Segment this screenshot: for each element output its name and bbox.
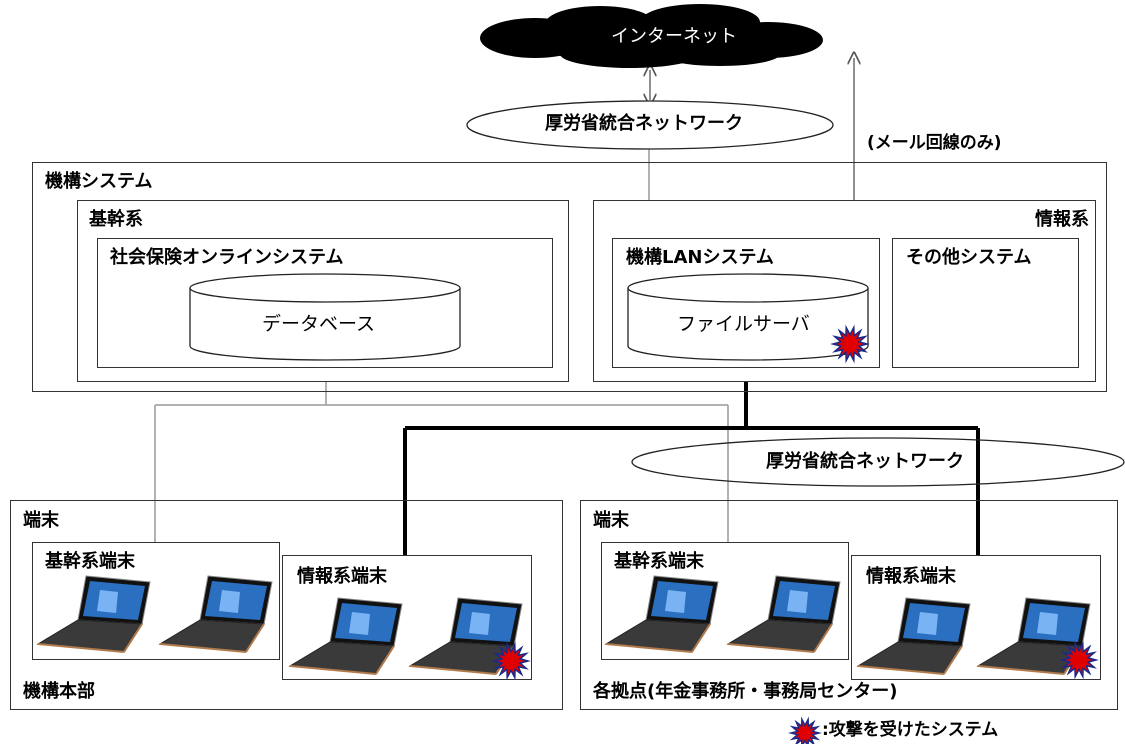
site-branches-label: 各拠点(年金事務所・事務局センター) [593,681,898,702]
legend-label: :攻撃を受けたシステム [822,720,999,740]
other-system-box [892,238,1079,368]
site-branches-box [580,500,1118,710]
internet-label: インターネット [611,26,737,47]
site-headquarters-box [10,500,563,710]
info-system-label: 情報系 [1035,209,1089,230]
branch-core-terminals-label: 基幹系端末 [614,551,704,572]
site-headquarters-label: 機構本部 [23,681,95,702]
file-server-label: ファイルサーバ [677,313,810,335]
hq-info-terminals-label: 情報系端末 [297,566,387,587]
site-branches-terminal-label: 端末 [593,510,629,531]
mail-only-note: (メール回線のみ) [867,133,1002,153]
mhlw-network-mid-label: 厚労省統合ネットワーク [766,451,964,472]
other-system-label: その他システム [906,247,1032,268]
database-label: データベース [262,313,376,335]
mhlw-network-top-label: 厚労省統合ネットワーク [545,113,743,134]
lan-system-label: 機構LANシステム [626,247,774,268]
hq-core-terminals-label: 基幹系端末 [45,551,135,572]
organization-system-box [32,162,1107,392]
organization-system-label: 機構システム [45,171,153,192]
core-system-label: 基幹系 [89,209,143,230]
site-headquarters-terminal-label: 端末 [23,510,59,531]
online-system-label: 社会保険オンラインシステム [110,247,344,268]
branch-info-terminals-label: 情報系端末 [866,566,956,587]
